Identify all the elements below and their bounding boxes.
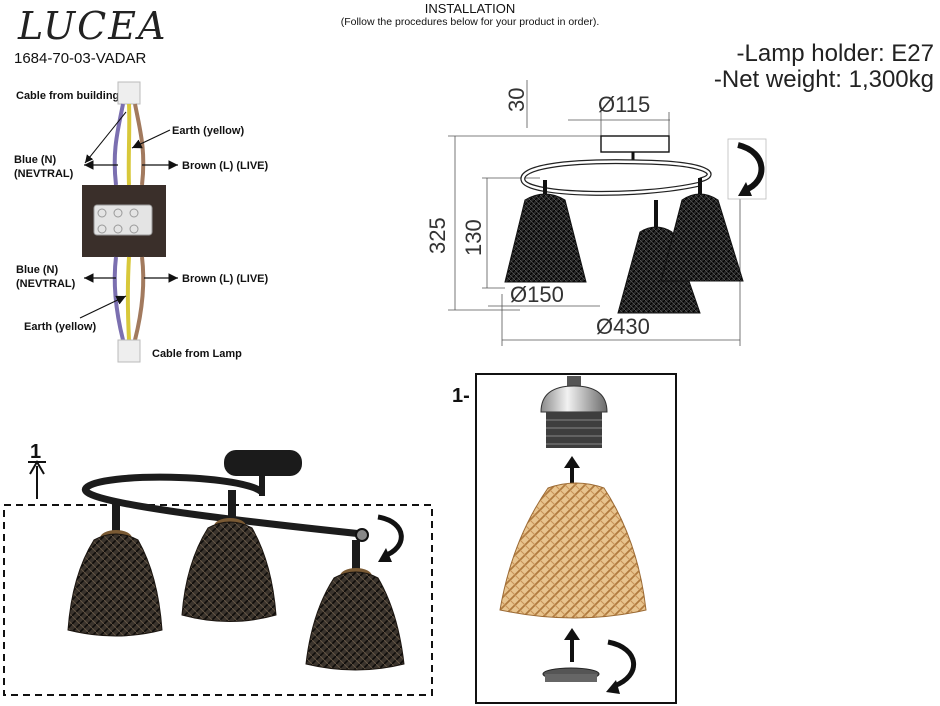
- brand-logo: LUCEA: [18, 4, 168, 48]
- dim-130: 130: [461, 219, 486, 256]
- model-number: 1684-70-03-VADAR: [14, 50, 147, 67]
- technical-drawing: [448, 80, 767, 346]
- label-cable-from-lamp: Cable from Lamp: [152, 348, 242, 360]
- dim-150: Ø150: [510, 282, 564, 307]
- label-earth-bottom: Earth (yellow): [24, 321, 97, 333]
- spec-net-weight: -Net weight: 1,300kg: [713, 66, 934, 93]
- page-subtitle: (Follow the procedures below for your pr…: [340, 16, 600, 28]
- dim-325: 325: [425, 217, 450, 254]
- step1-lamp-assembly: [3, 450, 433, 696]
- label-blue-top-line2: (NEVTRAL): [14, 168, 74, 180]
- dim-115: Ø115: [598, 92, 650, 117]
- label-brown-bottom: Brown (L) (LIVE): [182, 273, 269, 285]
- spec-lamp-holder: -Lamp holder: E27: [736, 40, 934, 67]
- label-brown-top: Brown (L) (LIVE): [182, 160, 269, 172]
- step1-shade-assembly: [475, 373, 677, 704]
- dim-30: 30: [504, 88, 529, 112]
- label-blue-top: Blue (N) (NEVTRAL): [14, 153, 73, 181]
- step1-label-left: 1: [30, 441, 41, 463]
- label-blue-bottom: Blue (N) (NEVTRAL): [16, 263, 75, 291]
- page-title: INSTALLATION: [424, 1, 516, 16]
- wiring-diagram: [79, 81, 178, 363]
- label-blue-top-line1: Blue (N): [14, 154, 57, 166]
- label-blue-bottom-line1: Blue (N): [16, 264, 59, 276]
- label-blue-bottom-line2: (NEVTRAL): [16, 278, 76, 290]
- dim-430: Ø430: [596, 314, 650, 339]
- label-earth-top: Earth (yellow): [172, 125, 245, 137]
- label-cable-from-building: Cable from building: [16, 90, 120, 102]
- dimension-labels: 30 Ø115 325 130 Ø150 Ø430: [425, 88, 650, 339]
- step1-label-right: 1-: [452, 385, 470, 407]
